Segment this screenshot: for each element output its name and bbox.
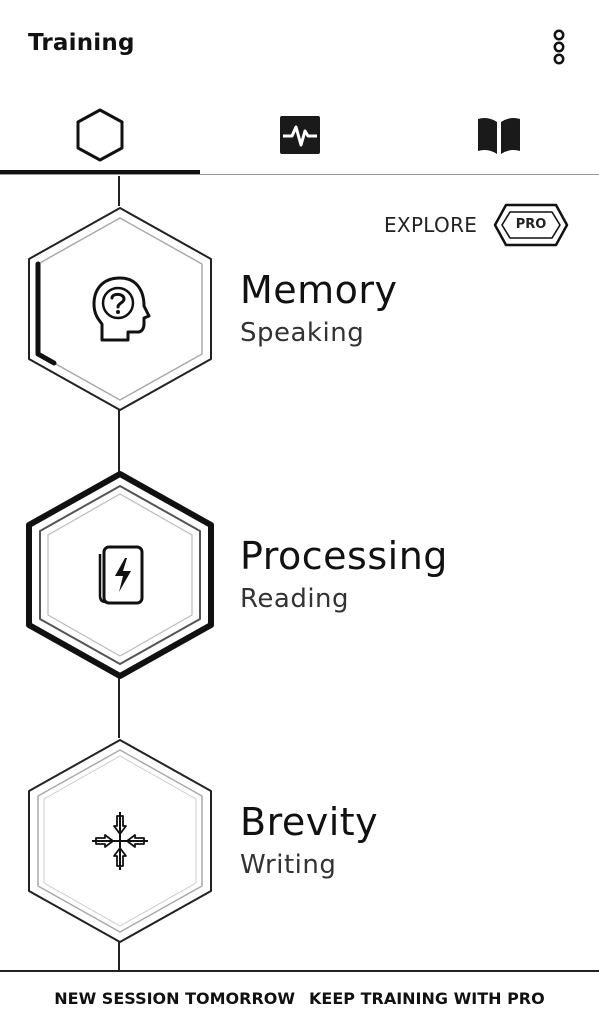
explore-label: EXPLORE bbox=[384, 213, 478, 237]
explore-pro-link[interactable]: EXPLORE PRO bbox=[384, 202, 574, 248]
skill-title: Memory bbox=[240, 268, 398, 312]
skill-subtitle: Speaking bbox=[240, 318, 365, 348]
hexagon-icon bbox=[76, 108, 124, 162]
more-options-button[interactable] bbox=[545, 28, 573, 66]
timeline-connector bbox=[118, 674, 120, 738]
app-bar: Training bbox=[0, 0, 599, 95]
skill-memory[interactable]: Memory Speaking bbox=[0, 204, 599, 414]
more-vert-icon bbox=[553, 29, 565, 65]
footer-divider bbox=[0, 970, 599, 972]
pro-badge-hexagon-icon bbox=[493, 203, 569, 247]
skill-processing[interactable]: Processing Reading bbox=[0, 470, 599, 680]
pro-badge: PRO bbox=[492, 202, 570, 248]
skill-brevity[interactable]: Brevity Writing bbox=[0, 736, 599, 946]
timeline-connector bbox=[118, 940, 120, 971]
timeline-connector bbox=[118, 408, 120, 472]
skills-timeline: EXPLORE PRO Memory Speaking bbox=[0, 176, 599, 971]
lightning-card-icon bbox=[98, 545, 144, 605]
footer-bar: NEW SESSION TOMORROW KEEP TRAINING WITH … bbox=[0, 972, 599, 1024]
tab-progress[interactable] bbox=[200, 95, 400, 175]
tab-library[interactable] bbox=[399, 95, 599, 175]
compress-arrows-icon bbox=[92, 812, 148, 870]
book-icon bbox=[478, 118, 520, 154]
tab-divider bbox=[0, 174, 599, 175]
new-session-status: NEW SESSION TOMORROW bbox=[54, 988, 296, 1008]
skill-subtitle: Writing bbox=[240, 850, 337, 880]
skill-title: Processing bbox=[240, 534, 448, 578]
skill-title: Brevity bbox=[240, 800, 379, 844]
skill-subtitle: Reading bbox=[240, 584, 350, 614]
activity-pulse-icon bbox=[280, 116, 320, 154]
tab-bar bbox=[0, 95, 599, 180]
timeline-connector bbox=[118, 176, 120, 206]
page-title: Training bbox=[28, 30, 135, 56]
pro-badge-label: PRO bbox=[515, 217, 547, 232]
head-question-icon bbox=[92, 276, 151, 342]
keep-training-pro-link[interactable]: KEEP TRAINING WITH PRO bbox=[309, 988, 545, 1008]
skill-hexagon bbox=[28, 207, 212, 411]
tab-training[interactable] bbox=[0, 95, 200, 175]
tab-indicator bbox=[0, 170, 200, 174]
